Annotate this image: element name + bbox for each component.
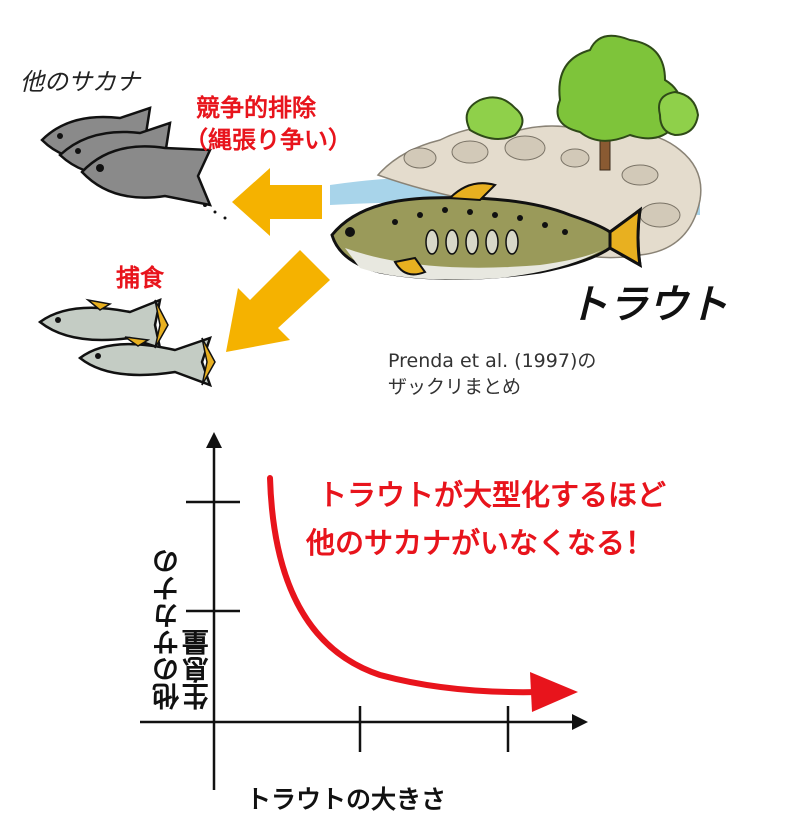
x-axis-label: トラウトの大きさ [246,785,447,814]
predation-arrow [226,250,330,352]
y-axis-label: 他のサカナの 生息量 [153,470,214,710]
competition-sublabel: （縄張り争い） [184,126,352,154]
prey-fish-group [37,297,216,388]
y-axis-label-line1: 他のサカナの [153,548,184,710]
predation-label: 捕食 [116,264,164,292]
competition-label: 競争的排除 [196,94,316,122]
trout-illustration [330,182,642,280]
trout-label: トラウト [568,282,728,328]
y-axis-label-line2: 生息量 [182,629,214,710]
trend-arrow [267,475,578,712]
other-fish-group [40,106,227,220]
graph-axes [140,432,588,790]
competition-arrow [232,168,322,236]
citation-line1: Prenda et al. (1997)の [388,350,597,372]
other-fish-label: 他のサカナ [20,68,140,96]
headline-line2: 他のサカナがいなくなる！ [306,526,655,560]
citation-line2: ザックリまとめ [388,376,522,398]
headline-line1: トラウトが大型化するほど [318,478,667,512]
